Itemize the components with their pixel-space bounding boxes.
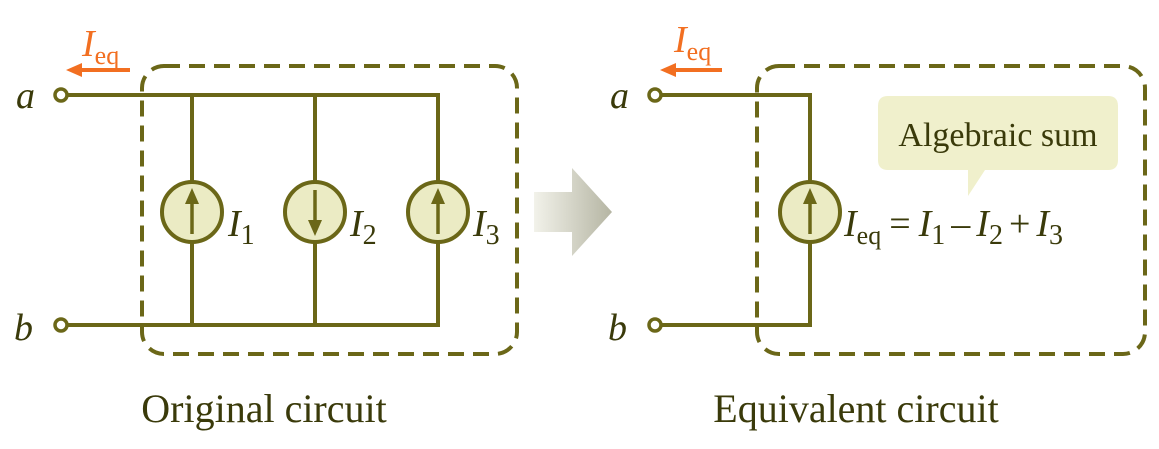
terminal-b-label-left: b <box>14 307 33 349</box>
eq-lhs-symbol: I <box>843 203 859 245</box>
arrow-up-icon <box>803 188 817 234</box>
eq-term-2-sign: – <box>950 203 971 245</box>
eq-lhs-subscript: eq <box>857 221 882 250</box>
current-source-2 <box>283 180 347 244</box>
right-current-arrow-icon <box>660 63 722 77</box>
left-current-label: Ieq <box>81 23 119 70</box>
left-current-symbol: I <box>81 23 97 65</box>
right-dashed-boundary <box>755 64 1147 356</box>
terminal-a-left <box>53 87 69 103</box>
right-wires <box>660 93 812 327</box>
arrow-right-icon <box>534 168 612 256</box>
terminal-a-label-right: a <box>610 75 629 117</box>
eq-term-2-symbol: I <box>975 203 991 245</box>
arrow-down-icon <box>308 190 322 236</box>
algebraic-sum-callout: Algebraic sum <box>878 96 1118 196</box>
left-current-arrow-icon <box>66 63 130 77</box>
terminal-b-left <box>53 317 69 333</box>
left-current-subscript: eq <box>95 41 120 70</box>
eq-term-3-subscript: 3 <box>1049 220 1063 251</box>
equivalent-current-source <box>778 180 842 244</box>
current-source-3 <box>406 180 470 244</box>
eq-term-3-sign: + <box>1009 203 1030 245</box>
original-circuit: a b Ieq I1 I2 <box>14 23 519 431</box>
eq-term-1-symbol: I <box>918 203 934 245</box>
source-3-label: I3 <box>472 203 500 251</box>
right-current-subscript: eq <box>687 37 712 66</box>
left-dashed-boundary <box>140 64 519 356</box>
equivalent-circuit-caption: Equivalent circuit <box>713 386 998 431</box>
eq-term-1-subscript: 1 <box>931 220 945 251</box>
terminal-b-label-right: b <box>608 307 627 349</box>
original-circuit-caption: Original circuit <box>141 386 386 431</box>
eq-equals: = <box>889 203 910 245</box>
left-wires <box>66 93 440 327</box>
right-current-symbol: I <box>673 19 689 61</box>
equivalent-circuit: a b Ieq Algebraic sum Ieq=I1–I2+I3 Equiv… <box>608 19 1147 431</box>
terminal-a-label-left: a <box>16 75 35 117</box>
arrow-up-icon <box>431 188 445 234</box>
terminal-a-right <box>647 87 663 103</box>
arrow-up-icon <box>185 188 199 234</box>
callout-text: Algebraic sum <box>898 117 1097 154</box>
eq-term-2-subscript: 2 <box>989 220 1003 251</box>
equivalent-current-equation: Ieq=I1–I2+I3 <box>843 203 1063 251</box>
eq-term-3-symbol: I <box>1035 203 1051 245</box>
source-1-label: I1 <box>227 203 255 251</box>
current-source-1 <box>160 180 224 244</box>
right-current-label: Ieq <box>673 19 711 66</box>
terminal-b-right <box>647 317 663 333</box>
source-2-label: I2 <box>349 203 377 251</box>
